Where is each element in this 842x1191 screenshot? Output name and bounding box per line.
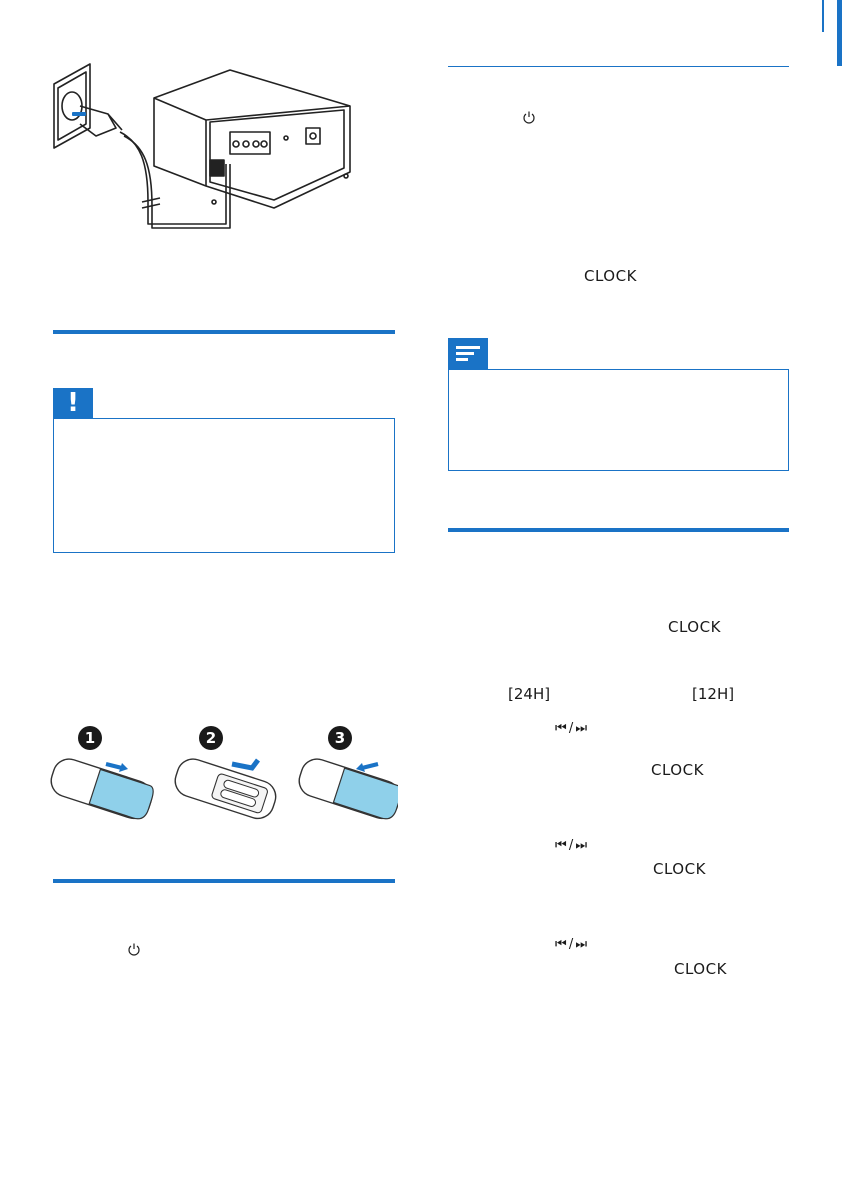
prev-next-icons: ⏮ / ⏭ — [555, 937, 587, 952]
page-edge-line — [822, 0, 824, 32]
format-12h-label: [12H] — [692, 685, 735, 703]
format-24h-label: [24H] — [508, 685, 551, 703]
power-connection-illustration — [53, 63, 351, 229]
power-icon — [128, 943, 140, 956]
step-number-2: 2 — [205, 729, 217, 747]
section-rule — [53, 879, 395, 883]
caution-icon: ! — [67, 388, 79, 418]
step-badge — [78, 726, 102, 750]
clock-button-label: CLOCK — [674, 960, 727, 978]
page-edge-tab — [837, 0, 842, 66]
clock-button-label: CLOCK — [584, 267, 637, 285]
step-badge — [328, 726, 352, 750]
battery-installation-illustration — [50, 726, 398, 820]
note-icon — [456, 346, 480, 361]
section-rule — [448, 528, 789, 532]
caution-tab: ! — [53, 388, 93, 419]
step-number-3: 3 — [334, 729, 346, 747]
power-icon — [523, 111, 535, 124]
clock-button-label: CLOCK — [668, 618, 721, 636]
clock-button-label: CLOCK — [653, 860, 706, 878]
prev-next-icons: ⏮ / ⏭ — [555, 838, 587, 853]
note-tab — [448, 338, 488, 370]
section-rule — [53, 330, 395, 334]
caution-box — [53, 418, 395, 553]
section-rule-thin — [448, 66, 789, 67]
note-box — [448, 369, 789, 471]
step-badge — [199, 726, 223, 750]
clock-button-label: CLOCK — [651, 761, 704, 779]
step-number-1: 1 — [84, 729, 96, 747]
prev-next-icons: ⏮ / ⏭ — [555, 721, 587, 736]
